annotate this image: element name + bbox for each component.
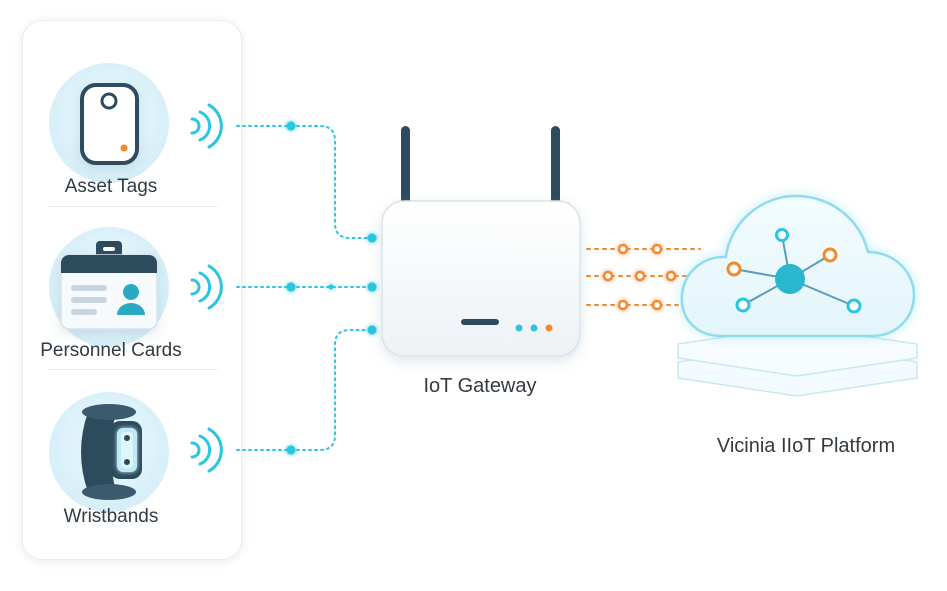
device-label-wristbands: Wristbands bbox=[63, 506, 159, 527]
asset-tag-icon bbox=[49, 63, 169, 183]
id-card-icon bbox=[49, 227, 169, 347]
router-icon bbox=[381, 126, 581, 357]
signal-waves-icon bbox=[190, 264, 223, 310]
signal-waves-icon bbox=[190, 427, 223, 473]
gateway-label: IoT Gateway bbox=[423, 375, 537, 397]
link-nodes bbox=[602, 243, 677, 311]
divider bbox=[48, 369, 218, 370]
divider bbox=[48, 206, 218, 207]
device-label-personnel-cards: Personnel Cards bbox=[40, 340, 182, 361]
wristband-icon bbox=[49, 392, 169, 512]
link-nodes bbox=[286, 121, 377, 455]
platform-stack-icon bbox=[677, 325, 918, 397]
device-label-asset-tags: Asset Tags bbox=[64, 176, 158, 197]
signal-waves-icon bbox=[190, 103, 223, 149]
device-gateway-links bbox=[236, 125, 373, 451]
cloud-network-icon bbox=[680, 194, 916, 338]
platform-label: Vicinia IIoT Platform bbox=[716, 435, 896, 457]
